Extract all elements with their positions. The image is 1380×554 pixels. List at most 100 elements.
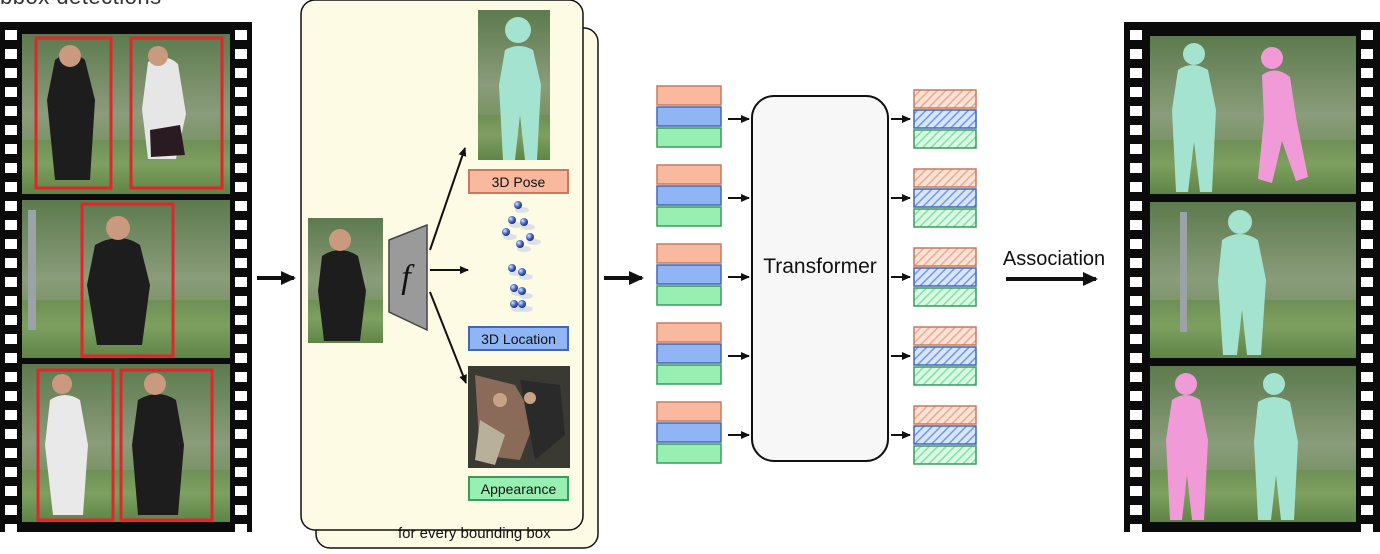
sprocket-hole — [235, 448, 247, 458]
output-location-segment — [913, 188, 977, 208]
input-frame-3 — [22, 364, 230, 522]
sprocket-hole — [235, 220, 247, 230]
sprocket-hole — [1130, 296, 1142, 306]
sprocket-hole — [235, 410, 247, 420]
sprocket-hole — [235, 87, 247, 97]
sprocket-hole — [235, 30, 247, 40]
film-sprocket-holes — [5, 30, 247, 534]
person-crop-image — [308, 218, 383, 343]
bbox-red — [80, 202, 175, 358]
sprocket-hole — [5, 429, 17, 439]
output-location-segment — [913, 346, 977, 366]
sprocket-hole — [1361, 163, 1373, 173]
sprocket-hole — [5, 296, 17, 306]
sprocket-hole — [1130, 467, 1142, 477]
encoder-function-wedge — [388, 223, 428, 332]
sprocket-hole — [1361, 220, 1373, 230]
output-appearance-segment — [913, 129, 977, 149]
token-pose-segment — [656, 322, 722, 343]
sprocket-hole — [235, 372, 247, 382]
location-point — [520, 218, 528, 226]
sprocket-hole — [1130, 524, 1142, 534]
sprocket-hole — [235, 182, 247, 192]
sprocket-hole — [1361, 353, 1373, 363]
token-pose-segment — [656, 85, 722, 106]
sprocket-hole — [5, 448, 17, 458]
sprocket-hole — [1361, 448, 1373, 458]
bbox-detections-caption: bbox detections — [0, 0, 162, 10]
sprocket-hole — [1130, 372, 1142, 382]
sprocket-hole — [1361, 258, 1373, 268]
sprocket-hole — [1130, 505, 1142, 515]
association-label: Association — [1002, 248, 1106, 270]
sprocket-hole — [1130, 201, 1142, 211]
sprocket-hole — [1361, 391, 1373, 401]
sprocket-hole — [5, 125, 17, 135]
sprocket-hole — [1361, 334, 1373, 344]
sprocket-hole — [1361, 182, 1373, 192]
transformer-block — [751, 95, 889, 462]
token-appearance-segment — [656, 443, 722, 464]
sprocket-hole — [5, 315, 17, 325]
sprocket-hole — [1361, 239, 1373, 249]
sprocket-hole — [5, 144, 17, 154]
appearance-label: Appearance — [468, 476, 569, 501]
output-film-strip — [1124, 22, 1380, 534]
output-pose-segment — [913, 89, 977, 109]
sprocket-hole — [5, 182, 17, 192]
sprocket-hole — [1130, 106, 1142, 116]
token-location-segment — [656, 343, 722, 364]
sprocket-hole — [1130, 486, 1142, 496]
output-frame-1 — [1150, 36, 1356, 194]
sprocket-hole — [1361, 486, 1373, 496]
sprocket-hole — [5, 30, 17, 40]
token-location-segment — [656, 106, 722, 127]
sprocket-hole — [1361, 505, 1373, 515]
token-location-segment — [656, 422, 722, 443]
pose-mesh-image — [478, 10, 550, 160]
sprocket-hole — [5, 239, 17, 249]
film-sprocket-holes — [1130, 30, 1373, 534]
sprocket-hole — [235, 334, 247, 344]
sprocket-hole — [1130, 315, 1142, 325]
sprocket-hole — [1361, 106, 1373, 116]
bbox-red — [34, 36, 113, 190]
sprocket-hole — [1130, 163, 1142, 173]
sprocket-hole — [1130, 220, 1142, 230]
sprocket-hole — [5, 372, 17, 382]
sprocket-hole — [1130, 30, 1142, 40]
sprocket-hole — [235, 467, 247, 477]
token-pose-segment — [656, 164, 722, 185]
sprocket-hole — [1361, 87, 1373, 97]
token-appearance-segment — [656, 285, 722, 306]
location-point-cloud — [502, 201, 541, 312]
output-pose-segment — [913, 405, 977, 425]
sprocket-hole — [5, 467, 17, 477]
sprocket-hole — [1361, 201, 1373, 211]
sprocket-hole — [5, 49, 17, 59]
output-location-segment — [913, 425, 977, 445]
sprocket-hole — [235, 353, 247, 363]
location-point — [518, 300, 526, 308]
location-point — [516, 240, 524, 248]
sprocket-hole — [1361, 410, 1373, 420]
output-frame-3 — [1150, 366, 1356, 522]
sprocket-hole — [1130, 353, 1142, 363]
sprocket-hole — [235, 201, 247, 211]
sprocket-hole — [1130, 334, 1142, 344]
sprocket-hole — [1130, 125, 1142, 135]
output-appearance-segment — [913, 208, 977, 228]
output-pose-segment — [913, 247, 977, 267]
arrow-to-appearance — [429, 291, 467, 384]
sprocket-hole — [5, 201, 17, 211]
sprocket-hole — [235, 125, 247, 135]
token-location-segment — [656, 185, 722, 206]
token-pose-segment — [656, 243, 722, 264]
sprocket-hole — [235, 315, 247, 325]
sprocket-hole — [235, 49, 247, 59]
location-point — [518, 268, 526, 276]
output-appearance-segment — [913, 287, 977, 307]
location-point — [526, 233, 534, 241]
sprocket-hole — [235, 106, 247, 116]
sprocket-hole — [1130, 391, 1142, 401]
